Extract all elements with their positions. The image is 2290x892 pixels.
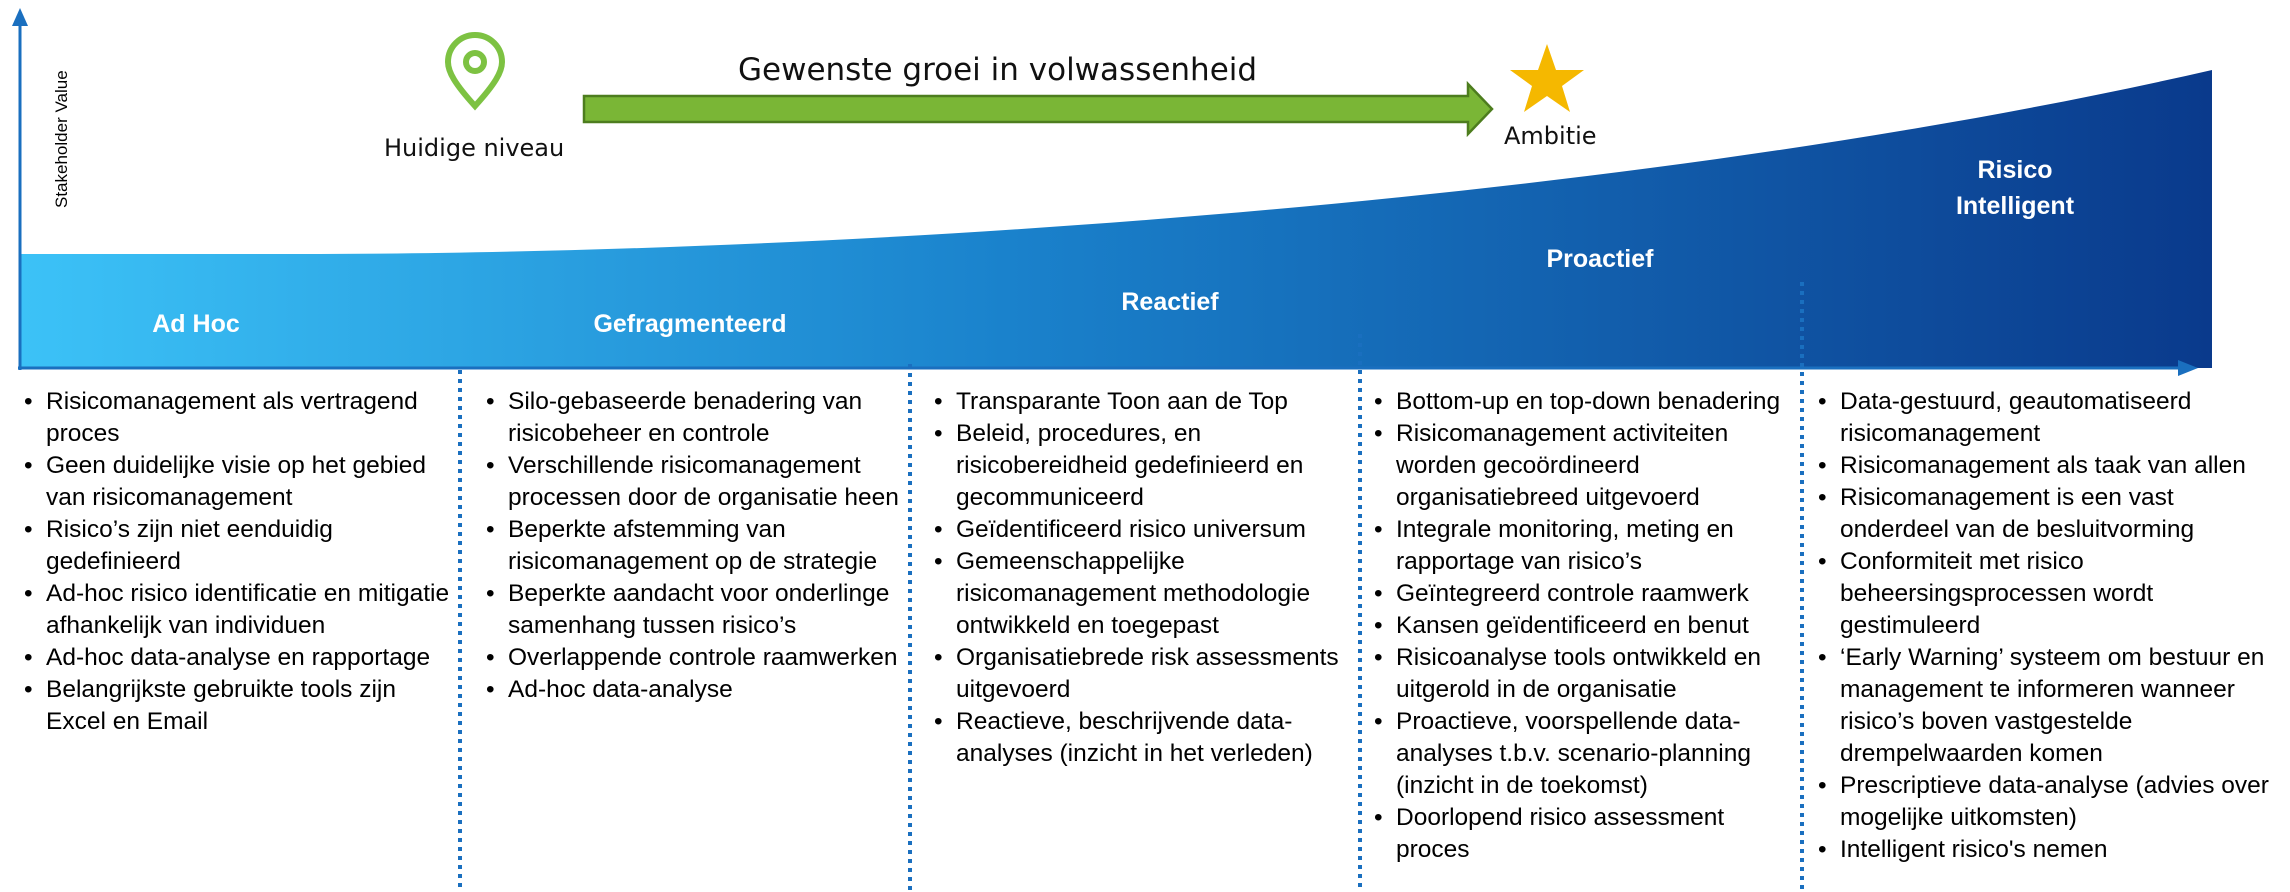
list-item: Ad-hoc data-analyse en rapportage xyxy=(24,642,454,674)
list-item: Geïdentificeerd risico universum xyxy=(934,514,1354,546)
list-item: Geen duidelijke visie op het gebied van … xyxy=(24,450,454,514)
location-pin-icon xyxy=(444,32,506,111)
stage-items-gefragmenteerd: Silo-gebaseerde benadering van risicobeh… xyxy=(486,386,901,706)
list-item: Verschillende risicomanagement processen… xyxy=(486,450,901,514)
list-item: Ad-hoc risico identificatie en mitigatie… xyxy=(24,578,454,642)
list-item: Overlappende controle raamwerken xyxy=(486,642,901,674)
growth-label: Gewenste groei in volwassenheid xyxy=(738,52,1258,88)
y-axis-label: Stakeholder Value xyxy=(52,70,71,208)
list-item: Doorlopend risico assessment proces xyxy=(1374,802,1799,866)
stage-label-ad-hoc: Ad Hoc xyxy=(152,310,240,338)
y-axis-arrowhead xyxy=(12,8,28,26)
stage-label-reactief: Reactief xyxy=(1121,288,1219,316)
list-item: Bottom-up en top-down benadering xyxy=(1374,386,1799,418)
x-axis-arrowhead xyxy=(2178,360,2198,376)
stage-items-reactief: Transparante Toon aan de TopBeleid, proc… xyxy=(934,386,1354,770)
list-item: Belangrijkste gebruikte tools zijn Excel… xyxy=(24,674,454,738)
current-level-label: Huidige niveau xyxy=(384,134,565,162)
list-item: Intelligent risico's nemen xyxy=(1818,834,2288,866)
list-item: Prescriptieve data-analyse (advies over … xyxy=(1818,770,2288,834)
list-item: Beperkte aandacht voor onderlinge samenh… xyxy=(486,578,901,642)
list-item: Risico’s zijn niet eenduidig gedefinieer… xyxy=(24,514,454,578)
stage-label-proactief: Proactief xyxy=(1546,245,1654,273)
list-item: Beperkte afstemming van risicomanagement… xyxy=(486,514,901,578)
list-item: Reactieve, beschrijvende data-analyses (… xyxy=(934,706,1354,770)
list-item: Transparante Toon aan de Top xyxy=(934,386,1354,418)
stage-items-proactief: Bottom-up en top-down benaderingRisicoma… xyxy=(1374,386,1799,866)
stage-label-risico-intelligent: Risico Intelligent xyxy=(1955,156,2075,220)
stage-items-ad-hoc: Risicomanagement als vertragend procesGe… xyxy=(24,386,454,738)
list-item: Conformiteit met risico beheersingsproce… xyxy=(1818,546,2288,642)
list-item: Beleid, procedures, en risicobereidheid … xyxy=(934,418,1354,514)
maturity-curve xyxy=(20,70,2212,368)
list-item: Risicoanalyse tools ontwikkeld en uitger… xyxy=(1374,642,1799,706)
list-item: Kansen geïdentificeerd en benut xyxy=(1374,610,1799,642)
list-item: Proactieve, voorspellende data-analyses … xyxy=(1374,706,1799,802)
list-item: Risicomanagement is een vast onderdeel v… xyxy=(1818,482,2288,546)
list-item: Integrale monitoring, meting en rapporta… xyxy=(1374,514,1799,578)
list-item: Risicomanagement activiteiten worden gec… xyxy=(1374,418,1799,514)
list-item: Silo-gebaseerde benadering van risicobeh… xyxy=(486,386,901,450)
star-icon xyxy=(1510,44,1584,112)
list-item: Risicomanagement als taak van allen xyxy=(1818,450,2288,482)
list-item: ‘Early Warning’ systeem om bestuur en ma… xyxy=(1818,642,2288,770)
list-item: Geïntegreerd controle raamwerk xyxy=(1374,578,1799,610)
stage-label-gefragmenteerd: Gefragmenteerd xyxy=(593,310,787,338)
list-item: Ad-hoc data-analyse xyxy=(486,674,901,706)
list-item: Gemeenschappelijke risicomanagement meth… xyxy=(934,546,1354,642)
growth-arrow xyxy=(582,80,1494,138)
list-item: Risicomanagement als vertragend proces xyxy=(24,386,454,450)
stage-items-risico-intelligent: Data-gestuurd, geautomatiseerd risicoman… xyxy=(1818,386,2288,866)
list-item: Organisatiebrede risk assessments uitgev… xyxy=(934,642,1354,706)
ambition-label: Ambitie xyxy=(1504,122,1597,150)
list-item: Data-gestuurd, geautomatiseerd risicoman… xyxy=(1818,386,2288,450)
